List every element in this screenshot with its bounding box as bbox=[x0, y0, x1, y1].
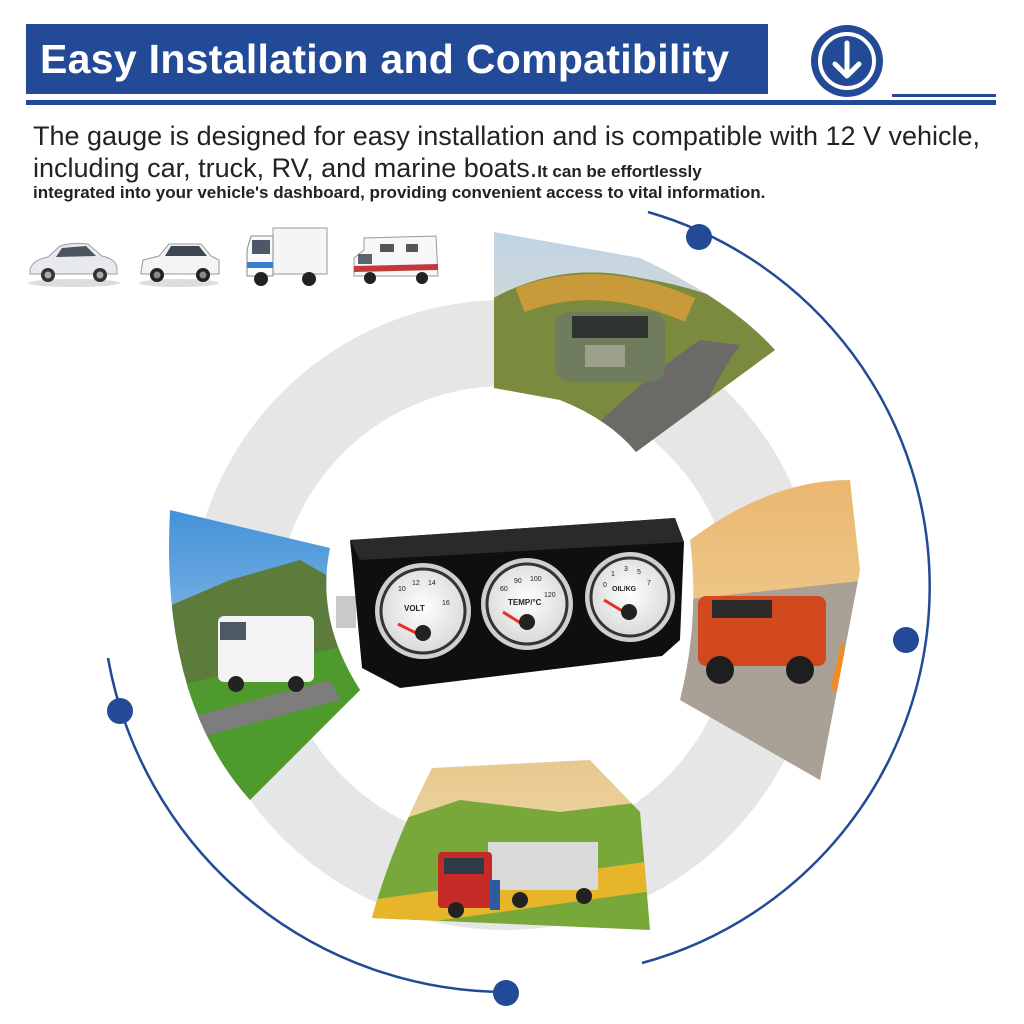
oil-tick-7: 7 bbox=[647, 580, 651, 587]
motorhome-image bbox=[353, 235, 439, 284]
temp-tick-100: 100 bbox=[530, 576, 542, 583]
temp-tick-120: 120 bbox=[544, 592, 556, 599]
intro-main: The gauge is designed for easy installat… bbox=[33, 121, 981, 183]
arc-dot-bottom bbox=[493, 980, 519, 1006]
volt-tick-16: 16 bbox=[442, 600, 450, 607]
intro-text: The gauge is designed for easy installat… bbox=[33, 120, 993, 188]
arc-dot-top bbox=[686, 224, 712, 250]
sedan-car-image bbox=[28, 242, 120, 287]
temp-tick-90: 90 bbox=[514, 578, 522, 585]
temp-gauge-label: TEMP/°C bbox=[508, 598, 542, 607]
oil-tick-1: 1 bbox=[611, 571, 615, 578]
volt-tick-14: 14 bbox=[428, 580, 436, 587]
arc-dot-right bbox=[893, 627, 919, 653]
intro-tail: It can be effortlessly bbox=[537, 162, 702, 181]
truck-road-photo bbox=[372, 760, 650, 930]
arrow-down-circle-icon[interactable] bbox=[810, 24, 884, 98]
oil-tick-3: 3 bbox=[624, 566, 628, 573]
oil-gauge-label: OIL/KG bbox=[612, 586, 637, 593]
volt-tick-12: 12 bbox=[412, 580, 420, 587]
section-title-banner: Easy Installation and Compatibility bbox=[26, 24, 768, 94]
box-truck-image bbox=[246, 227, 328, 286]
intro-second-line: integrated into your vehicle's dashboard… bbox=[33, 183, 766, 202]
header-underline bbox=[26, 100, 996, 105]
arc-dot-left bbox=[107, 698, 133, 724]
suv-image bbox=[139, 243, 220, 287]
motorhome-mountain-photo bbox=[169, 510, 360, 800]
volt-tick-10: 10 bbox=[398, 586, 406, 593]
temp-tick-60: 60 bbox=[500, 586, 508, 593]
oil-tick-0: 0 bbox=[603, 582, 607, 589]
section-title: Easy Installation and Compatibility bbox=[40, 36, 730, 82]
volt-gauge-label: VOLT bbox=[404, 604, 425, 613]
oil-tick-5: 5 bbox=[637, 569, 641, 576]
header-underline-short bbox=[892, 94, 996, 97]
